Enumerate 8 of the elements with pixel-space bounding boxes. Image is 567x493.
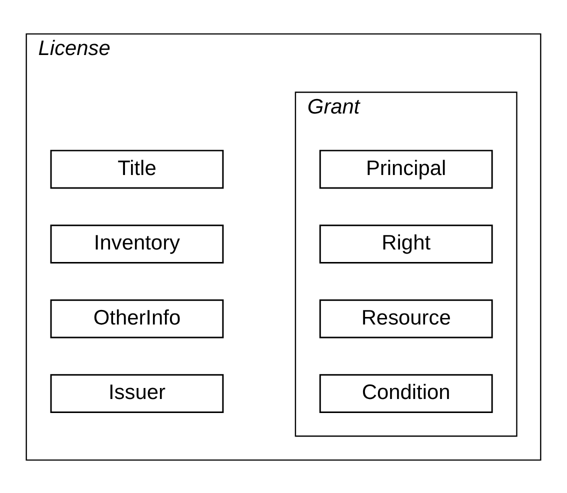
node-box: Resource: [319, 298, 493, 338]
node-box: Inventory: [50, 224, 224, 263]
node-box: Right: [319, 224, 493, 263]
node-box: Title: [50, 149, 224, 188]
node-box: Condition: [319, 374, 493, 412]
node-box: OtherInfo: [50, 298, 224, 338]
node-box: Issuer: [50, 374, 224, 412]
node-box: Principal: [319, 149, 493, 188]
